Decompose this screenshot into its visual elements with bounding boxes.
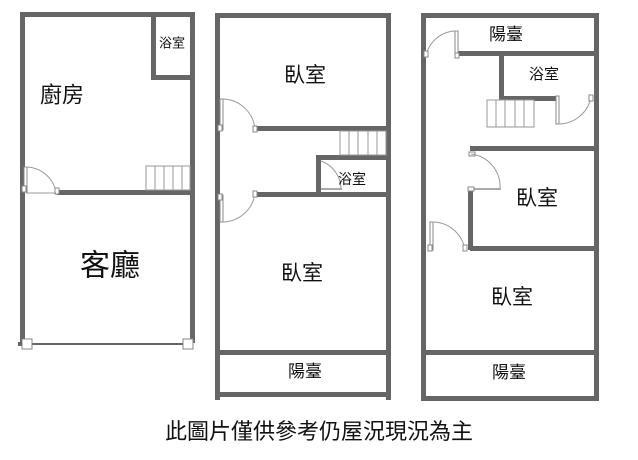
wall [256, 192, 391, 197]
entrance [18, 338, 194, 350]
room-label-bathroom: 浴室 [338, 171, 366, 188]
room-label-bathroom: 浴室 [159, 36, 185, 52]
wall [499, 53, 504, 100]
door [423, 30, 460, 59]
floor-3-plan: 陽臺 浴室 臥室 臥室 陽臺 [421, 13, 599, 401]
staircase [486, 99, 535, 128]
wall [215, 13, 220, 400]
wall [151, 75, 194, 80]
wall [20, 12, 25, 343]
door [555, 94, 594, 125]
wall [499, 96, 557, 101]
door [427, 221, 468, 252]
door [467, 151, 501, 192]
wall [190, 12, 195, 343]
floor-1-plan: 浴室 廚房 客廳 [18, 12, 195, 350]
wall [151, 14, 156, 79]
wall [217, 350, 391, 355]
wall [421, 396, 599, 401]
staircase [145, 165, 191, 191]
room-label-living-room: 客廳 [80, 249, 140, 284]
wall [594, 13, 599, 401]
room-label-balcony: 陽臺 [492, 363, 526, 383]
wall [470, 146, 599, 151]
wall [316, 155, 321, 195]
room-label-balcony: 陽臺 [489, 25, 523, 45]
room-label-bathroom: 浴室 [529, 65, 559, 83]
wall [421, 13, 426, 401]
wall [386, 13, 391, 400]
wall [217, 392, 391, 397]
staircase [339, 130, 387, 156]
room-label-bedroom: 臥室 [281, 261, 323, 285]
wall [256, 126, 391, 131]
wall [421, 13, 599, 18]
room-label-bedroom: 臥室 [284, 63, 326, 87]
wall [423, 350, 599, 355]
wall [20, 12, 194, 17]
door [217, 190, 258, 223]
wall [316, 155, 391, 160]
wall [468, 188, 473, 250]
door [21, 166, 60, 195]
room-label-balcony: 陽臺 [288, 362, 322, 382]
disclaimer-caption: 此圖片僅供參考仍屋況現況為主 [164, 420, 473, 445]
wall [470, 246, 599, 251]
wall [458, 51, 599, 56]
floor-2-plan: 臥室 浴室 臥室 陽臺 [215, 13, 391, 400]
door [320, 160, 342, 190]
wall [215, 13, 390, 18]
room-label-bedroom: 臥室 [516, 186, 558, 210]
wall [57, 190, 194, 195]
room-label-kitchen: 廚房 [40, 84, 84, 109]
door [217, 98, 258, 133]
room-label-bedroom: 臥室 [491, 285, 533, 309]
